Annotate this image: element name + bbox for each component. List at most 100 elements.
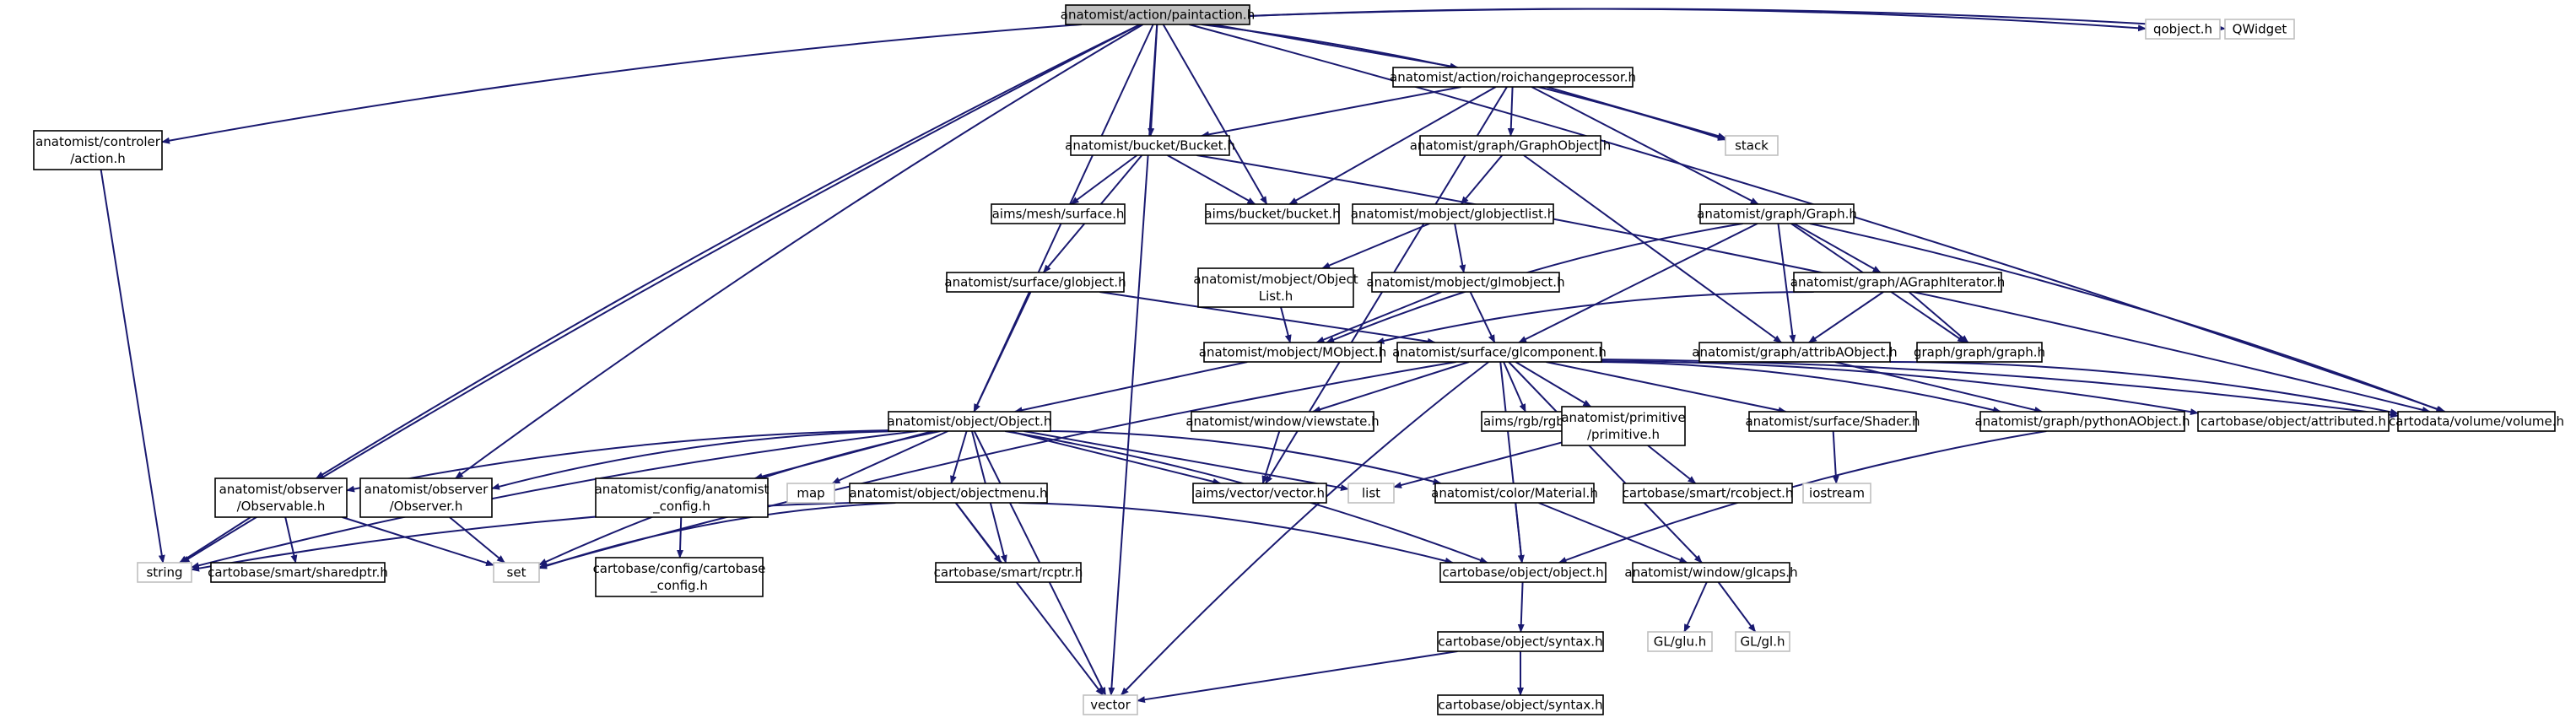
edge-root-to-observer <box>455 24 1144 479</box>
node-label: anatomist/action/roichangeprocessor.h <box>1390 70 1636 85</box>
node-glu: GL/glu.h <box>1647 631 1713 652</box>
node-rcobject[interactable]: cartobase/smart/rcobject.h <box>1623 483 1794 504</box>
node-label: map <box>797 486 824 501</box>
node-root[interactable]: anatomist/action/paintaction.h <box>1061 4 1255 25</box>
node-box <box>991 203 1126 224</box>
node-shader[interactable]: anatomist/surface/Shader.h <box>1745 411 1920 432</box>
edge-object_h-to-observer <box>491 430 901 490</box>
node-surf_globject[interactable]: anatomist/surface/globject.h <box>944 272 1126 293</box>
edge-object_h-to-objectmenu <box>950 430 968 484</box>
node-label: GL/glu.h <box>1654 634 1707 650</box>
node-label: anatomist/controler <box>35 134 161 149</box>
node-label: cartobase/smart/rcobject.h <box>1623 486 1794 501</box>
node-observer[interactable]: anatomist/observer/Observer.h <box>359 478 493 518</box>
node-graph_graph[interactable]: graph/graph/graph.h <box>1914 342 2045 363</box>
node-label: cartobase/object/syntax.h <box>1438 634 1602 650</box>
node-box <box>1419 135 1601 156</box>
node-label: graph/graph/graph.h <box>1914 345 2045 360</box>
node-glmobject[interactable]: anatomist/mobject/glmobject.h <box>1366 272 1565 293</box>
node-viewstate[interactable]: anatomist/window/viewstate.h <box>1185 411 1380 432</box>
edge-agraphiter-to-attribaobj <box>1808 291 1884 343</box>
node-sharedptr[interactable]: cartobase/smart/sharedptr.h <box>208 562 388 583</box>
edge-roichange-to-bucket_h <box>1201 86 1462 138</box>
node-graph_h[interactable]: anatomist/graph/Graph.h <box>1697 203 1857 224</box>
node-box <box>2224 19 2295 40</box>
node-box <box>1793 272 2002 293</box>
edge-objectmenu-to-set <box>538 502 896 569</box>
node-label: _config.h <box>652 499 710 515</box>
node-roichange[interactable]: anatomist/action/roichangeprocessor.h <box>1390 67 1636 88</box>
node-observable[interactable]: anatomist/observer/Observable.h <box>214 478 348 518</box>
node-box <box>1192 483 1327 504</box>
node-objectmenu[interactable]: anatomist/object/objectmenu.h <box>849 483 1048 504</box>
edge-bucket_h-to-volume <box>1196 154 2431 413</box>
edge-graph_h-to-agraphiter <box>1793 223 1882 273</box>
node-label: iostream <box>1809 486 1865 501</box>
edge-agraphiter-to-mobject <box>1375 291 1814 344</box>
node-mobject[interactable]: anatomist/mobject/MObject.h <box>1199 342 1386 363</box>
node-mesh_surface[interactable]: aims/mesh/surface.h <box>991 203 1126 224</box>
edge-observable-to-set <box>342 516 494 567</box>
node-label: anatomist/observer <box>219 482 343 497</box>
edge-viewstate-to-vector_h <box>1261 430 1281 484</box>
edge-roichange-to-graph_h <box>1531 86 1759 205</box>
edge-bucket_h-to-aims_bucket <box>1167 154 1256 205</box>
node-graphobject[interactable]: anatomist/graph/GraphObject.h <box>1410 135 1612 156</box>
node-label: cartobase/smart/rcptr.h <box>934 565 1083 580</box>
node-attribaobj[interactable]: anatomist/graph/attribAObject.h <box>1692 342 1898 363</box>
edge-glcomponent-to-viewstate <box>1312 361 1470 413</box>
node-label: list <box>1362 486 1380 501</box>
node-box <box>1916 342 2043 363</box>
node-material[interactable]: anatomist/color/Material.h <box>1431 483 1598 504</box>
node-rcptr[interactable]: cartobase/smart/rcptr.h <box>934 562 1083 583</box>
node-pythonaobj[interactable]: anatomist/graph/pythonAObject.h <box>1974 411 2190 432</box>
node-box <box>1392 67 1634 88</box>
edge-attribaobj-to-volume <box>1889 360 2399 416</box>
node-label: qobject.h <box>2153 22 2212 37</box>
node-globjectlist[interactable]: anatomist/mobject/globjectlist.h <box>1351 203 1556 224</box>
node-syntax1[interactable]: cartobase/object/syntax.h <box>1437 631 1604 652</box>
node-glcaps[interactable]: anatomist/window/glcaps.h <box>1624 562 1798 583</box>
node-box <box>946 272 1125 293</box>
node-syntax2[interactable]: cartobase/object/syntax.h <box>1437 694 1604 715</box>
edge-cobj_object-to-syntax1 <box>1517 581 1525 633</box>
edge-objectmenu-to-cobj_object <box>1018 502 1454 564</box>
node-box <box>1070 135 1230 156</box>
node-box <box>2197 411 2390 432</box>
node-label: cartodata/volume/volume.h <box>2389 414 2564 429</box>
edge-object_h-to-vector_h <box>1008 430 1222 485</box>
edge-primitive-to-list <box>1393 441 1563 488</box>
node-agraphiter[interactable]: anatomist/graph/AGraphIterator.h <box>1790 272 2005 293</box>
edge-primitive-to-rcobject <box>1647 445 1697 484</box>
edge-shader-to-iostream <box>1832 430 1839 484</box>
node-label: vector <box>1090 698 1131 713</box>
node-attributed[interactable]: cartobase/object/attributed.h <box>2197 411 2390 432</box>
edge-objectlist-to-mobject <box>1280 306 1292 343</box>
node-box <box>1439 562 1607 583</box>
node-volume[interactable]: cartodata/volume/volume.h <box>2389 411 2564 432</box>
node-ctrl_action[interactable]: anatomist/controler/action.h <box>33 130 163 170</box>
node-box <box>210 562 386 583</box>
node-bucket_h[interactable]: anatomist/bucket/Bucket.h <box>1065 135 1235 156</box>
node-label: anatomist/action/paintaction.h <box>1061 8 1255 23</box>
node-box <box>1748 411 1917 432</box>
edge-mobject-to-object_h <box>1013 361 1248 414</box>
edge-graph_h-to-volume <box>1809 223 2445 413</box>
edge-ctrl_action-to-string <box>100 169 165 564</box>
node-primitive[interactable]: anatomist/primitive/primitive.h <box>1561 406 1686 446</box>
node-label: anatomist/surface/Shader.h <box>1745 414 1920 429</box>
node-cobj_object[interactable]: cartobase/object/object.h <box>1439 562 1607 583</box>
node-aims_bucket[interactable]: aims/bucket/bucket.h <box>1204 203 1341 224</box>
node-object_h[interactable]: anatomist/object/Object.h <box>888 411 1052 432</box>
edge-objectmenu-to-vector <box>955 502 1104 696</box>
node-label: anatomist/bucket/Bucket.h <box>1065 138 1235 154</box>
node-label: cartobase/smart/sharedptr.h <box>208 565 388 580</box>
node-rgb[interactable]: aims/rgb/rgb.h <box>1481 411 1579 432</box>
edge-roichange-to-stack <box>1546 86 1726 139</box>
node-cartobase_config[interactable]: cartobase/config/cartobase_config.h <box>593 557 766 597</box>
node-label: anatomist/surface/glcomponent.h <box>1392 345 1607 360</box>
node-config[interactable]: anatomist/config/anatomist_config.h <box>595 478 770 518</box>
node-glcomponent[interactable]: anatomist/surface/glcomponent.h <box>1392 342 1607 363</box>
node-vector_h[interactable]: aims/vector/vector.h <box>1192 483 1327 504</box>
